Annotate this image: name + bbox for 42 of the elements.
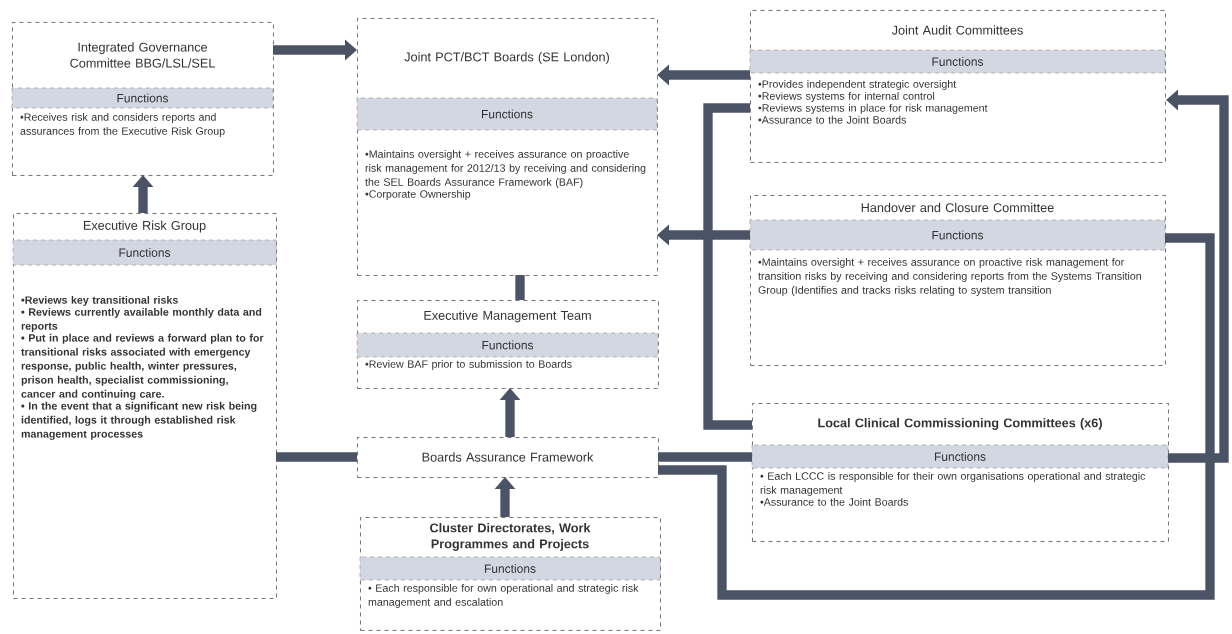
committee-box <box>12 213 277 599</box>
bullet-text: •Reviews systems for internal control <box>758 91 935 102</box>
committee-box <box>356 300 659 389</box>
bullet-text: •Assurance to the Joint Boards <box>760 497 908 506</box>
committee-box <box>751 403 1169 542</box>
bullet-text: •Reviews systems in place for risk management <box>758 103 988 114</box>
box-heading: Handover and Closure Committee <box>861 202 1054 213</box>
functions-band: Functions <box>749 49 1166 74</box>
functions-band: Functions <box>749 219 1166 251</box>
box-heading: Cluster Directorates, Work Programmes and Projects <box>430 523 591 551</box>
bullet-text: •Receives risk and considers reports and assurances from the Executive Risk Group <box>20 113 225 137</box>
box-heading: Boards Assurance Framework <box>422 452 594 462</box>
bullet-text: • In the event that a significant new risk being identified, logs it through established risk management processes <box>21 401 257 440</box>
box-heading: Executive Management Team <box>424 310 591 323</box>
bullet-text: •Reviews key transitional risks <box>21 296 178 306</box>
functions-band: Functions <box>11 87 274 109</box>
functions-band: Functions <box>356 97 658 131</box>
bullet-text: •Assurance to the Joint Boards <box>758 115 906 124</box>
bullet-text: • Each responsible for own operational and strategic risk management and escalation <box>368 584 639 608</box>
box-heading: Integrated Governance Committee BBG/LSL/SEL <box>70 42 215 68</box>
bullet-text: •Maintains oversight + receives assurance on proactive risk management for transition risks by receiving and considering reports from the Systems Transition Group (Identifies and tracks risks relating to system transition <box>758 258 1141 296</box>
bullet-text: •Maintains oversight + receives assurance on proactive risk management for 2012/13 by receiving and considering the SEL Boards Assurance Framework (BAF) <box>365 150 646 188</box>
bullet-text: •Review BAF prior to submission to Boards <box>365 360 572 370</box>
box-heading: Local Clinical Commissioning Committees (x6) <box>818 418 1102 430</box>
bullet-text: •Provides independent strategic oversight <box>758 80 957 90</box>
committee-box <box>749 195 1166 366</box>
box-heading: Joint Audit Committees <box>891 25 1023 35</box>
box-heading: Joint PCT/BCT Boards (SE London) <box>404 52 609 64</box>
bullet-text: • Reviews currently available monthly data and reports <box>21 307 262 332</box>
box-heading: Executive Risk Group <box>83 220 206 233</box>
functions-band: Functions <box>751 444 1169 469</box>
bullet-text: • Put in place and reviews a forward plan to for transitional risks associated with emergency response, public health, winter pressures, prison health, specialist commissioning, cancer and continuing care. <box>21 333 264 400</box>
committee-box <box>359 517 661 631</box>
functions-band: Functions <box>356 332 659 358</box>
functions-band: Functions <box>359 556 661 581</box>
committee-box <box>356 18 658 276</box>
bullet-text: • Each LCCC is responsible for their own organisations operational and strategic risk management <box>760 472 1146 496</box>
committee-box <box>11 22 274 176</box>
committee-box <box>357 437 659 478</box>
functions-band: Functions <box>12 239 277 266</box>
committee-box <box>749 10 1166 163</box>
bullet-text: •Corporate Ownership <box>365 189 471 200</box>
